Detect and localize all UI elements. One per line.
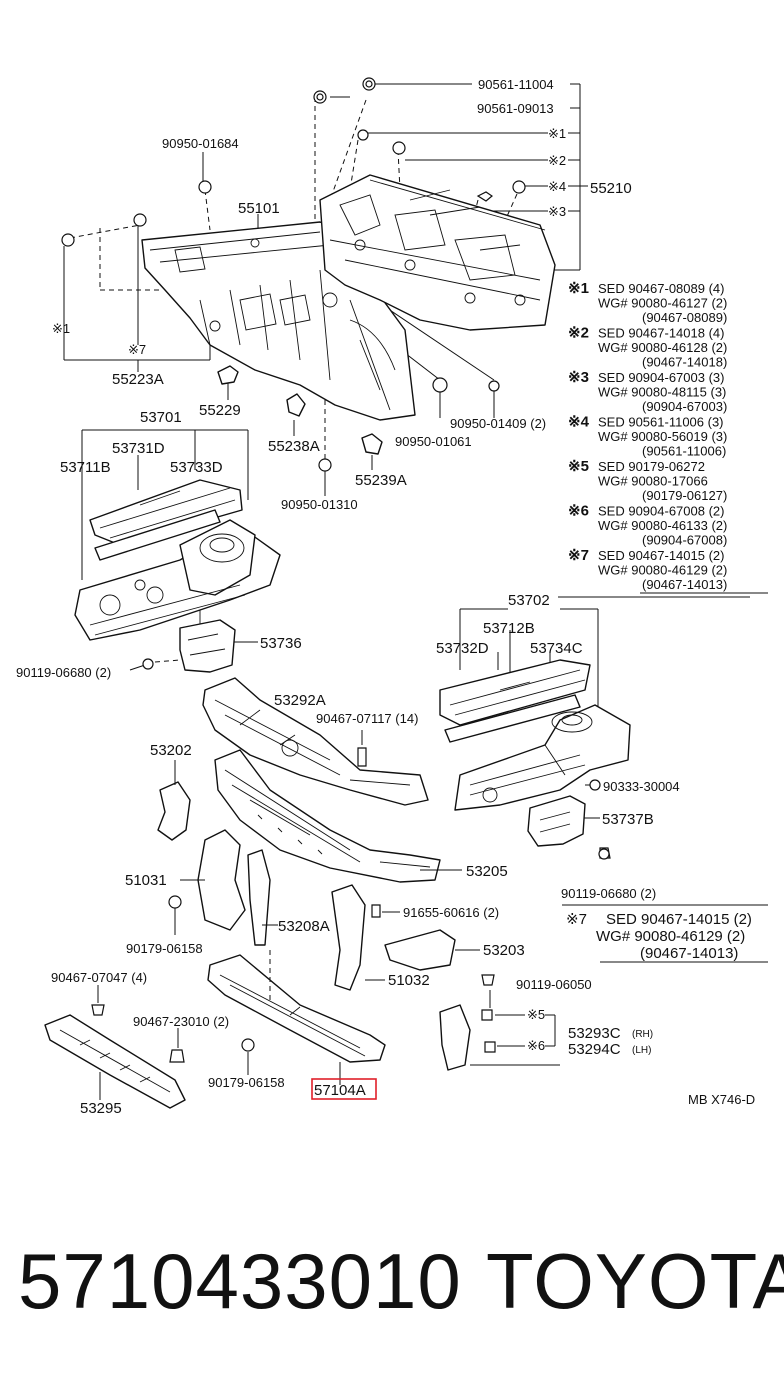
note-3-line-1: SED 90904-67003 (3)	[598, 370, 724, 385]
label-90561-11004: 90561-11004	[478, 77, 554, 92]
note-bottom-line-2: WG# 90080-46129 (2)	[596, 928, 745, 945]
label-53711b: 53711B	[60, 459, 111, 476]
note-6-line-1: SED 90904-67008 (2)	[598, 504, 724, 519]
label-51031: 51031	[125, 872, 167, 889]
note-6-line-3: (90904-67008)	[642, 533, 727, 548]
label-90950-01310: 90950-01310	[281, 497, 358, 512]
note-7-line-1: SED 90467-14015 (2)	[598, 548, 724, 563]
notes-block: ※1 SED 90467-08089 (4)WG# 90080-46127 (2)…	[568, 280, 768, 594]
marker-2: ※2	[548, 153, 566, 168]
label-90950-01409: 90950-01409 (2)	[450, 416, 546, 431]
note-bottom-mark: ※7	[566, 911, 587, 928]
note-2-line-3: (90467-14018)	[642, 355, 727, 370]
label-53203: 53203	[483, 942, 525, 959]
note-5-line-1: SED 90179-06272	[598, 459, 705, 474]
label-90179-06158-a: 90179-06158	[126, 941, 203, 956]
note-2-line-1: SED 90467-14018 (4)	[598, 326, 724, 341]
note-4-line-1: SED 90561-11006 (3)	[598, 415, 724, 430]
label-53208a: 53208A	[278, 918, 330, 935]
label-91655-60616: 91655-60616 (2)	[403, 905, 499, 920]
marker-6: ※6	[527, 1038, 545, 1053]
label-53293c: 53293C	[568, 1025, 621, 1042]
label-55238a: 55238A	[268, 438, 320, 455]
label-90467-23010: 90467-23010 (2)	[133, 1014, 229, 1029]
note-3-mark: ※3	[568, 369, 589, 386]
label-90561-09013: 90561-09013	[477, 101, 554, 116]
label-90119-06680-a: 90119-06680 (2)	[16, 665, 111, 680]
diagram-code: MB X746-D	[688, 1092, 755, 1107]
label-90333-30004: 90333-30004	[603, 779, 680, 794]
label-55223a: 55223A	[112, 371, 164, 388]
label-53731d: 53731D	[112, 440, 165, 457]
note-7-line-2: WG# 90080-46129 (2)	[598, 563, 727, 578]
marker-5: ※5	[527, 1007, 545, 1022]
marker-4: ※4	[548, 179, 566, 194]
label-53294c: 53294C	[568, 1041, 621, 1058]
note-3-line-2: WG# 90080-48115 (3)	[598, 385, 726, 400]
label-51032: 51032	[388, 972, 430, 989]
note-bottom: ※7 SED 90467-14015 (2) WG# 90080-46129 (…	[562, 904, 768, 963]
label-53702: 53702	[508, 592, 550, 609]
label-90950-01061: 90950-01061	[395, 434, 472, 449]
radiator-support-drawing	[44, 677, 560, 1109]
note-6-line-2: WG# 90080-46133 (2)	[598, 518, 727, 533]
note-4-line-3: (90561-11006)	[642, 444, 726, 459]
label-53294c-side: (LH)	[632, 1045, 651, 1056]
label-53737b: 53737B	[602, 811, 654, 828]
brand-name: TOYOTA	[486, 1237, 784, 1325]
label-53295: 53295	[80, 1100, 122, 1117]
label-90119-06680-b: 90119-06680 (2)	[561, 886, 656, 901]
label-53202: 53202	[150, 742, 192, 759]
label-90179-06158-b: 90179-06158	[208, 1075, 285, 1090]
label-55101: 55101	[238, 200, 280, 217]
marker-3: ※3	[548, 204, 566, 219]
note-1-line-2: WG# 90080-46127 (2)	[598, 296, 727, 311]
label-90950-01684: 90950-01684	[162, 136, 239, 151]
label-53733d: 53733D	[170, 459, 223, 476]
note-2-line-2: WG# 90080-46128 (2)	[598, 340, 727, 355]
label-53736: 53736	[260, 635, 302, 652]
label-53732d: 53732D	[436, 640, 489, 657]
note-1-line-1: SED 90467-08089 (4)	[598, 281, 724, 296]
note-1-line-3: (90467-08089)	[642, 310, 727, 325]
highlight-box	[311, 1078, 377, 1100]
marker-1: ※1	[548, 126, 566, 141]
label-55239a: 55239A	[355, 472, 407, 489]
marker-7: ※7	[128, 342, 146, 357]
apron-left-drawing	[74, 479, 281, 673]
part-number: 5710433010	[18, 1237, 462, 1325]
note-bottom-line-1: SED 90467-14015 (2)	[606, 911, 752, 928]
top-fasteners	[61, 77, 526, 472]
note-1-mark: ※1	[568, 280, 589, 297]
label-57104a: 57104A	[314, 1082, 366, 1099]
note-6-mark: ※6	[568, 503, 589, 520]
label-53292a: 53292A	[274, 692, 326, 709]
label-90119-06050: 90119-06050	[516, 977, 592, 992]
note-5-line-3: (90179-06127)	[642, 488, 727, 503]
apron-right-drawing	[439, 659, 631, 860]
note-5-line-2: WG# 90080-17066	[598, 474, 708, 489]
note-bottom-line-3: (90467-14013)	[640, 945, 738, 962]
note-7-mark: ※7	[568, 547, 589, 564]
group-53701-lines	[81, 429, 258, 671]
label-53293c-side: (RH)	[632, 1029, 653, 1040]
note-3-line-3: (90904-67003)	[642, 399, 727, 414]
label-53712b: 53712B	[483, 620, 535, 637]
label-53734c: 53734C	[530, 640, 583, 657]
note-7-line-3: (90467-14013)	[642, 577, 727, 592]
label-53205: 53205	[466, 863, 508, 880]
label-90467-07117: 90467-07117 (14)	[316, 711, 418, 726]
note-4-mark: ※4	[568, 414, 590, 431]
label-55210: 55210	[590, 180, 632, 197]
label-55229: 55229	[199, 402, 241, 419]
note-5-mark: ※5	[568, 458, 589, 475]
note-2-mark: ※2	[568, 325, 589, 342]
label-90467-07047: 90467-07047 (4)	[51, 970, 147, 985]
marker-1b: ※1	[52, 321, 70, 336]
label-53701: 53701	[140, 409, 182, 426]
dash-panel-drawing	[141, 174, 556, 455]
note-4-line-2: WG# 90080-56019 (3)	[598, 429, 727, 444]
